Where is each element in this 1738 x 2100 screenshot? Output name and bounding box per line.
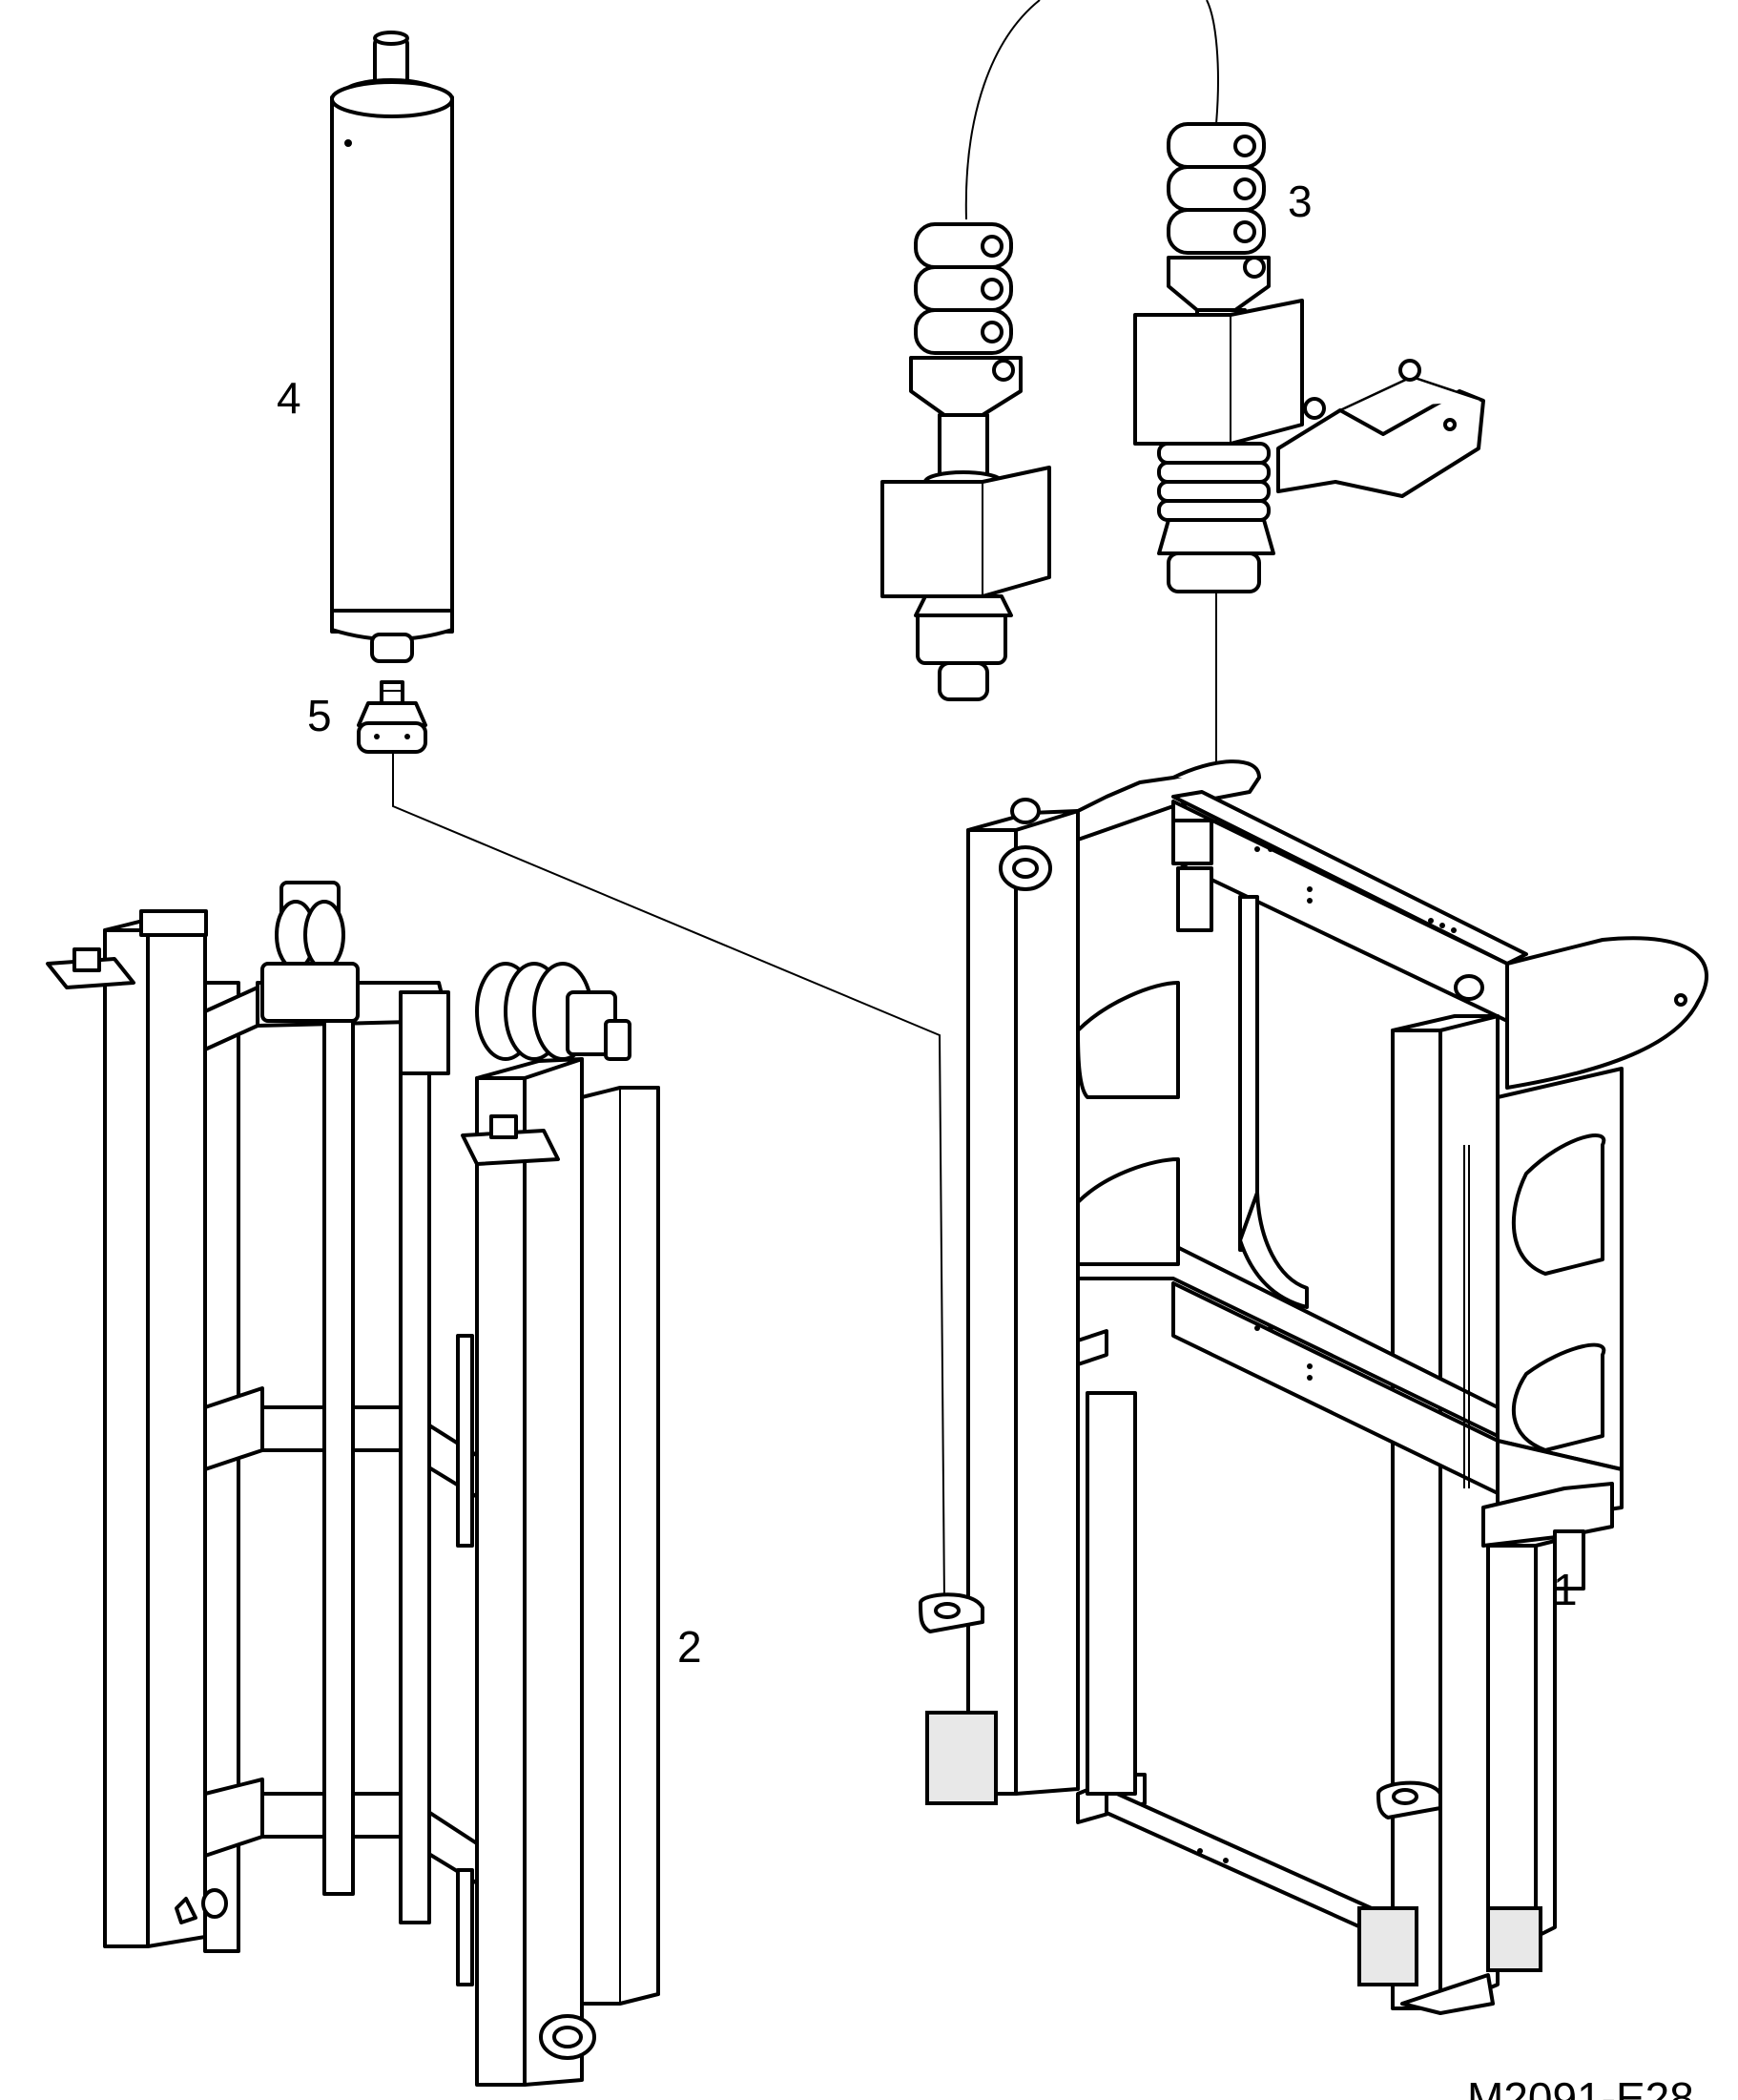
outer-mast (919, 759, 1708, 2015)
chain-anchor-right (1133, 122, 1485, 593)
drawing-code: M2091-E28 (1467, 2073, 1694, 2100)
callout-2: 2 (677, 1622, 702, 1672)
hydraulic-cylinder (330, 31, 454, 663)
chain-anchor-left (880, 222, 1051, 701)
mast-eye-bolts (919, 1592, 1442, 1819)
mast-top-rollers (999, 798, 1484, 1001)
inner-mast (46, 881, 660, 2087)
chain-left (914, 222, 1013, 355)
callout-3: 3 (1288, 177, 1313, 226)
mounting-bracket-left (46, 947, 135, 989)
chain-right (1167, 122, 1266, 255)
top-rollers (260, 881, 631, 1061)
callout-5: 5 (307, 691, 332, 740)
bottom-roller (539, 2014, 596, 2060)
callout-1: 1 (1553, 1565, 1578, 1614)
mounting-bracket-right (461, 1114, 560, 1166)
proximity-sensor (1276, 359, 1485, 498)
callout-4: 4 (277, 373, 301, 423)
connection-lines (392, 0, 1219, 1604)
hole-markings (1197, 846, 1457, 1863)
cylinder-fitting (357, 680, 427, 754)
threaded-body (1157, 442, 1271, 522)
